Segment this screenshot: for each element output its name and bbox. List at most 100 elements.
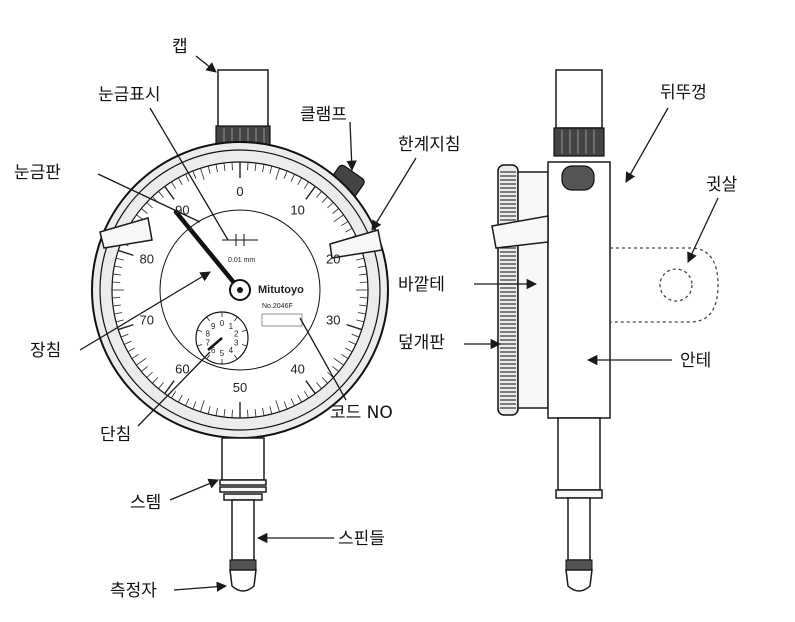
label-back-cover: 뒤뚜껑 xyxy=(660,83,707,103)
revolution-number: 8 xyxy=(206,329,211,338)
dial-tick xyxy=(316,191,322,198)
dial-number: 40 xyxy=(290,361,304,376)
lug xyxy=(610,247,719,323)
revolution-number: 2 xyxy=(234,329,239,338)
dial-tick xyxy=(192,170,197,179)
dial-tick xyxy=(171,181,177,189)
dial-tick xyxy=(316,382,322,389)
dial-tick xyxy=(262,164,265,173)
limit-pointer-left xyxy=(99,217,153,249)
dial-tick xyxy=(247,162,249,171)
dial-tick xyxy=(283,401,288,410)
revolution-number: 4 xyxy=(229,346,234,355)
dial-tick xyxy=(359,297,368,299)
dial-number: 80 xyxy=(140,252,154,267)
dial-tick xyxy=(269,406,273,415)
dial-tick xyxy=(333,214,344,223)
dial-tick xyxy=(171,391,177,399)
label-long-hand: 장침 xyxy=(30,341,61,361)
dial-tick xyxy=(114,265,123,268)
dial-tick xyxy=(164,380,175,394)
dial-number: 50 xyxy=(233,380,247,395)
dial-tick xyxy=(136,357,147,366)
dial-tick xyxy=(303,391,309,399)
dial-tick xyxy=(146,371,153,378)
dial-tick xyxy=(356,257,365,261)
dial-tick xyxy=(305,380,316,394)
dial-tick xyxy=(223,162,226,171)
dial-tick xyxy=(114,312,123,315)
dial-tick xyxy=(215,407,218,416)
dial-tick xyxy=(348,340,356,345)
label-code-no: 코드 NO xyxy=(330,403,393,423)
dial-tick xyxy=(158,191,164,198)
dial-tick xyxy=(141,208,148,214)
revolution-tick xyxy=(234,354,238,360)
resolution-text: 0.01 mm xyxy=(228,257,255,264)
revolution-tick xyxy=(241,344,247,347)
model-text: No.2046F xyxy=(262,303,293,310)
spindle xyxy=(231,499,255,561)
side-bezel xyxy=(497,164,519,416)
dial-tick xyxy=(327,202,334,209)
dial-tick xyxy=(346,323,362,331)
dial-tick xyxy=(303,181,309,189)
dial-number: 0 xyxy=(236,184,243,199)
revolution-tick xyxy=(206,354,210,360)
dial-tick xyxy=(297,177,303,186)
dial-tick xyxy=(283,170,288,179)
label-bezel: 바깥테 xyxy=(398,275,445,295)
dial-tick xyxy=(131,353,139,359)
dial-tick xyxy=(112,273,121,276)
revolution-number: 1 xyxy=(229,322,234,331)
dial-tick xyxy=(341,221,349,227)
dial-tick xyxy=(344,227,353,233)
dial-tick xyxy=(231,409,233,418)
side-clamp xyxy=(561,165,595,191)
dial-tick xyxy=(124,340,132,345)
revolution-number: 7 xyxy=(206,339,211,348)
dial-tick xyxy=(333,357,344,366)
dial-tick xyxy=(351,333,360,338)
revolution-tick xyxy=(206,316,210,322)
dial-number: 60 xyxy=(175,361,189,376)
revolution-number: 6 xyxy=(211,346,216,355)
dial-tick xyxy=(223,409,226,418)
side-body xyxy=(547,161,611,419)
dial-tick xyxy=(254,409,257,418)
label-clamp: 클램프 xyxy=(300,105,347,125)
dial-tick xyxy=(120,333,129,338)
dial-tick xyxy=(269,165,273,174)
label-stem: 스템 xyxy=(130,493,161,513)
dial-tick xyxy=(215,164,218,173)
dial-tick xyxy=(332,208,339,214)
dial-tick xyxy=(231,162,233,171)
dial-tick xyxy=(146,202,153,209)
dial-number: 20 xyxy=(326,252,340,267)
short-hand xyxy=(207,337,223,351)
revolution-tick xyxy=(197,344,203,347)
dial-tick xyxy=(290,174,295,182)
dial-tick xyxy=(112,304,121,307)
label-cap: 캡 xyxy=(172,37,188,57)
labels: 캡 눈금표시 클램프 눈금판 한계지침 장침 코드 NO 단침 스템 스핀들 측… xyxy=(14,37,738,601)
dial-tick xyxy=(321,196,328,203)
dial-tick xyxy=(344,347,353,353)
label-short-hand: 단침 xyxy=(100,425,131,445)
dial-tick xyxy=(357,265,366,268)
dial-tick xyxy=(297,394,303,403)
dial-number: 10 xyxy=(290,203,304,218)
label-lug: 귓살 xyxy=(706,175,738,195)
dial-number: 30 xyxy=(326,312,340,327)
side-cap xyxy=(555,69,603,129)
long-hand xyxy=(173,209,243,293)
dial-tick xyxy=(359,281,368,283)
revolution-number: 5 xyxy=(220,349,225,358)
label-limit-pointer: 한계지침 xyxy=(398,135,461,155)
dial-tick xyxy=(185,174,190,182)
dial-tick xyxy=(118,323,134,331)
